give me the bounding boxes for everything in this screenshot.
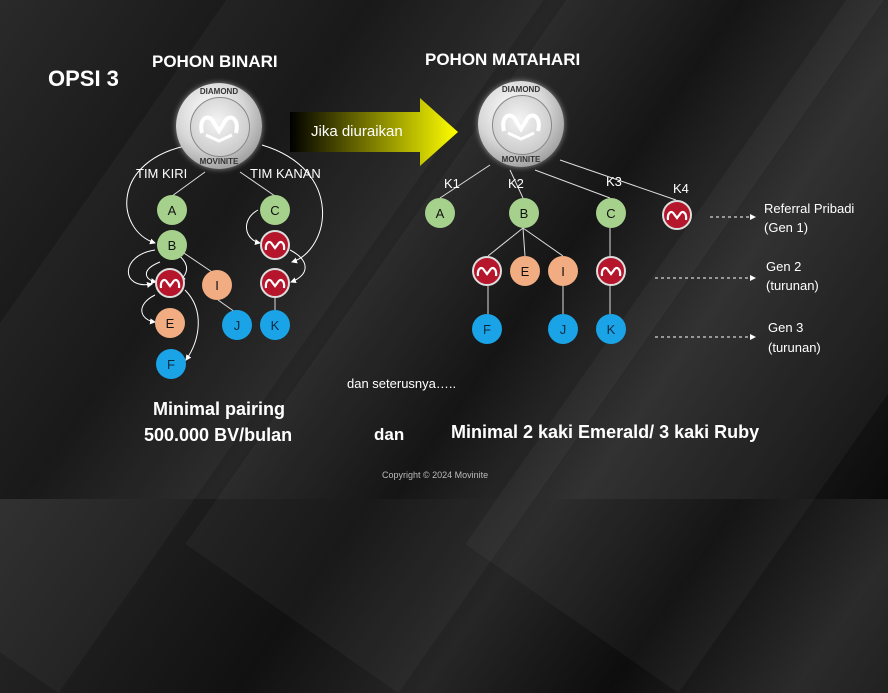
ruby-node [155,268,185,298]
node-b: B [157,230,187,260]
node-e: E [510,256,540,286]
logo-bottom-text: MOVINITE [199,157,239,166]
node-j: J [548,314,578,344]
copyright: Copyright © 2024 Movinite [382,470,489,480]
etc-text: dan seterusnya….. [347,376,457,391]
movinite-m-icon [476,266,498,277]
gen1-label-line2: (Gen 1) [764,220,809,235]
node-k: K [596,314,626,344]
gen2-label-line1: Gen 2 [766,259,802,274]
ruby-node [260,268,290,298]
movinite-m-icon [501,113,541,141]
right-team-label: TIM KANAN [250,166,321,181]
logo-bottom-text: MOVINITE [501,155,541,164]
option-title: OPSI 3 [48,66,119,91]
ruby-node [260,230,290,260]
ruby-node [472,256,502,286]
sun-tree-title: POHON MATAHARI [425,50,581,69]
logo-top-text: DIAMOND [199,87,239,96]
binary-tree-title: POHON BINARI [152,52,278,71]
node-c: C [596,198,626,228]
gen3-label-line2: (turunan) [768,340,821,355]
node-a: A [157,195,187,225]
k3-label: K3 [606,174,622,189]
gen1-label-line1: Referral Pribadi [764,201,855,216]
node-j: J [222,310,252,340]
gen2-label-line2: (turunan) [766,278,819,293]
and-word: dan [374,425,405,444]
movinite-m-icon [264,278,286,289]
logo-top-text: DIAMOND [501,85,541,94]
ruby-node [596,256,626,286]
movinite-m-icon [600,266,622,277]
node-e: E [155,308,185,338]
node-k: K [260,310,290,340]
movinite-m-icon [666,210,688,221]
node-f: F [156,349,186,379]
left-team-label: TIM KIRI [136,166,188,181]
node-c: C [260,195,290,225]
k4-label: K4 [673,181,689,196]
min-pairing-line2: 500.000 BV/bulan [144,425,293,445]
min-pairing-line1: Minimal pairing [153,399,286,419]
gen3-label-line1: Gen 3 [768,320,804,335]
arrow-label: Jika diuraikan [311,123,403,140]
node-i: I [202,270,232,300]
node-a: A [425,198,455,228]
min-legs-text: Minimal 2 kaki Emerald/ 3 kaki Ruby [451,422,760,442]
movinite-m-icon [199,115,239,143]
node-b: B [509,198,539,228]
movinite-m-icon [159,278,181,289]
node-i: I [548,256,578,286]
ruby-node [662,200,692,230]
diamond-logo-binary: DIAMOND MOVINITE [176,83,262,169]
movinite-m-icon [264,240,286,251]
node-f: F [472,314,502,344]
k2-label: K2 [508,176,524,191]
k1-label: K1 [444,176,460,191]
diamond-logo-sun: DIAMOND MOVINITE [478,81,564,167]
